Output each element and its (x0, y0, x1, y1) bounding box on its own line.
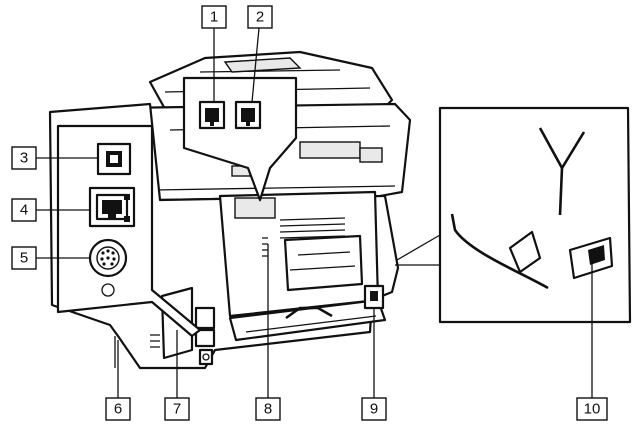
network-port (88, 186, 136, 228)
callout-8: 8 (255, 397, 281, 421)
phone-line-jack (198, 100, 226, 130)
din-connector (88, 238, 128, 297)
callout-9-label: 9 (370, 401, 378, 418)
callout-10: 10 (576, 397, 608, 421)
callout-7-label: 7 (173, 401, 181, 418)
callout-1: 1 (201, 5, 227, 29)
leader-lines (36, 27, 593, 398)
callout-4-label: 4 (20, 202, 28, 219)
callout-9: 9 (361, 397, 387, 421)
callout-5-label: 5 (20, 250, 28, 267)
power-switch-zoom (395, 106, 632, 324)
callout-2-label: 2 (256, 9, 264, 26)
callout-6: 6 (105, 397, 131, 421)
usb-port (96, 142, 132, 176)
extension-phone-jack (234, 100, 262, 130)
callout-5: 5 (11, 246, 37, 270)
callout-2: 2 (247, 5, 273, 29)
callout-8-label: 8 (264, 401, 272, 418)
vent-lines (150, 217, 346, 348)
callout-7: 7 (164, 397, 190, 421)
connector-zoom (56, 124, 202, 338)
callout-4: 4 (11, 198, 37, 222)
callout-10-label: 10 (584, 401, 601, 418)
callout-3-label: 3 (20, 150, 28, 167)
callout-6-label: 6 (114, 401, 122, 418)
phone-jack-zoom (182, 76, 298, 203)
callout-3: 3 (11, 146, 37, 170)
callout-1-label: 1 (210, 9, 218, 26)
